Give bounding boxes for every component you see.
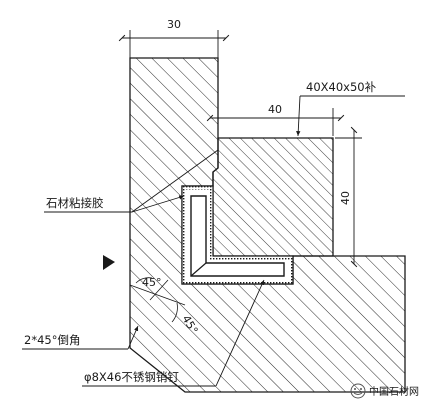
adhesive-channel bbox=[181, 185, 294, 285]
filler-block-callout: 40X40x50补 bbox=[296, 80, 405, 137]
adhesive-callout: 石材粘接胶 bbox=[44, 149, 219, 213]
block-height-dimension: 40 bbox=[335, 126, 362, 268]
pin-callout: φ8X46不锈钢销钉 bbox=[82, 279, 265, 387]
block-height-value: 40 bbox=[339, 191, 352, 205]
block-width-dimension: 40 bbox=[206, 103, 345, 136]
chamfer-callout: 2*45°倒角 bbox=[22, 325, 139, 350]
top-dimension: 30 bbox=[118, 18, 230, 58]
top-dimension-value: 30 bbox=[167, 18, 181, 31]
adhesive-label: 石材粘接胶 bbox=[46, 196, 104, 210]
filler-block-label: 40X40x50补 bbox=[306, 80, 377, 94]
block-width-value: 40 bbox=[268, 103, 282, 116]
section-marker-icon bbox=[103, 255, 115, 270]
pin-label: φ8X46不锈钢销钉 bbox=[84, 370, 179, 384]
filler-block bbox=[212, 137, 334, 257]
chamfer-label: 2*45°倒角 bbox=[24, 333, 80, 347]
watermark: 中国石材网 bbox=[350, 383, 419, 399]
watermark-text: 中国石材网 bbox=[369, 385, 419, 398]
chamfer-angle-upper: 45° bbox=[142, 276, 162, 289]
